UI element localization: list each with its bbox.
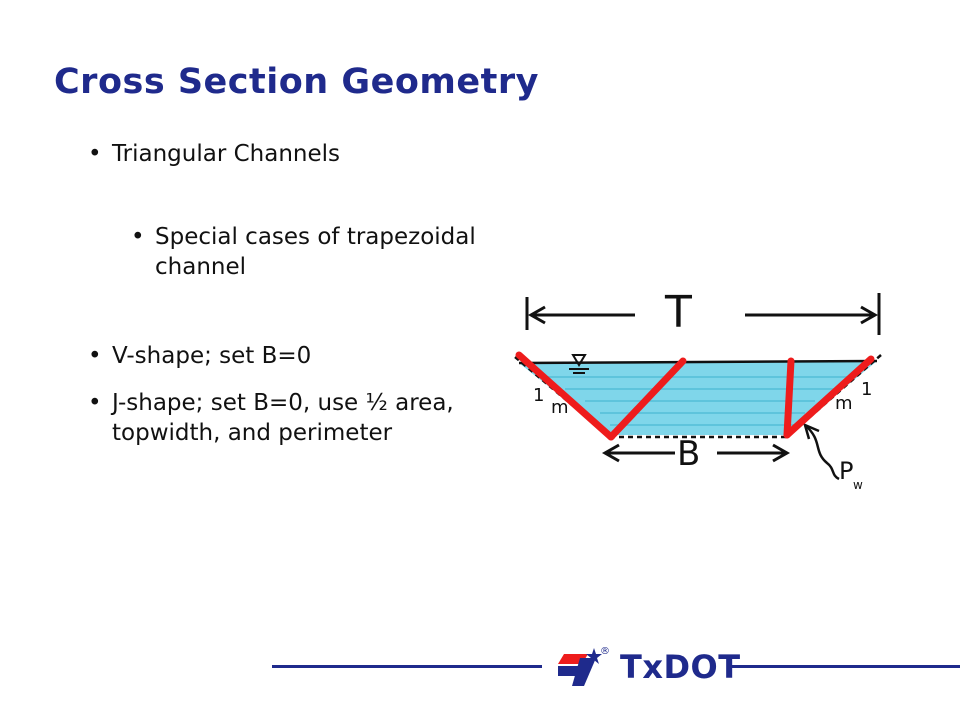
bullet-text: Triangular Channels: [112, 141, 341, 167]
trapezoidal-channel-diagram: T 1 m 1 m B P w: [514, 287, 882, 492]
slope-right-rise-label: 1: [861, 379, 872, 400]
sub-bullet-special-cases: • Special cases of trapezoidal channel: [131, 222, 485, 282]
water-ripples: [545, 376, 855, 426]
slope-left-run-label: m: [551, 397, 569, 418]
bullet-j-shape: • J-shape; set B=0, use ½ area, topwidth…: [88, 388, 492, 448]
red-overlay-lines: [515, 351, 875, 441]
texas-star-flag-icon: [558, 640, 728, 690]
bullet-text: J-shape; set B=0, use ½ area, topwidth, …: [112, 390, 454, 446]
perimeter-label: P: [839, 457, 853, 485]
bullet-text: V-shape; set B=0: [112, 343, 312, 369]
footer-rule-right: [730, 665, 960, 668]
topwidth-dimension: [525, 293, 881, 335]
slope-left-rise-label: 1: [533, 385, 544, 406]
footer-rule-left: [272, 665, 542, 668]
bullet-v-shape: • V-shape; set B=0: [88, 341, 472, 371]
bottom-width-dimension: [601, 443, 791, 463]
bullet-marker: •: [131, 224, 145, 250]
bullet-triangular-channels: • Triangular Channels: [88, 139, 472, 169]
water-surface-triangle-icon: [569, 354, 589, 374]
topwidth-label: T: [664, 287, 692, 338]
slope-right-run-label: m: [835, 393, 853, 414]
bullet-text: Special cases of trapezoidal channel: [155, 224, 476, 280]
bullet-marker: •: [88, 390, 102, 416]
perimeter-pointer: [804, 424, 840, 481]
bottom-width-label: B: [677, 434, 700, 474]
perimeter-subscript: w: [853, 478, 863, 492]
bullet-marker: •: [88, 141, 102, 167]
txdot-logo-text: TxDOT: [620, 648, 741, 686]
bullet-marker: •: [88, 343, 102, 369]
perimeter-pointer-arrowhead: [803, 422, 820, 440]
registered-mark: ®: [600, 646, 610, 657]
slide-title: Cross Section Geometry: [54, 62, 539, 102]
